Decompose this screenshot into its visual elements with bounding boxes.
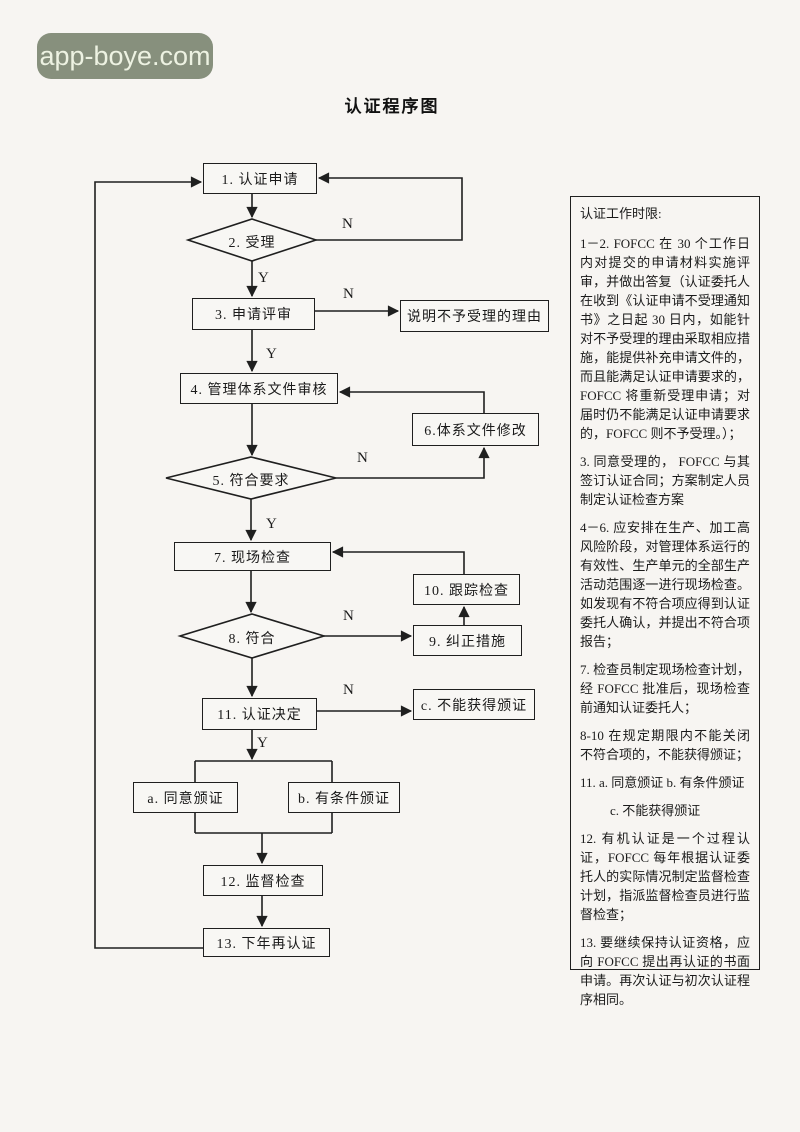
node-7-site-inspection: 7. 现场检查 — [174, 542, 331, 571]
node-rejection-reason: 说明不予受理的理由 — [400, 300, 549, 332]
decision-8-no-label: N — [343, 608, 354, 624]
note-paragraph: 13. 要继续保持认证资格，应向 FOFCC 提出再认证的书面申请。再次认证与初… — [580, 935, 750, 1007]
decision-11-no-label: N — [343, 682, 354, 698]
node-10-follow-up-inspection: 10. 跟踪检查 — [413, 574, 520, 605]
decision-11-yes-label: Y — [257, 735, 268, 751]
time-limits-notes-panel: 认证工作时限: 1－2. FOFCC 在 30 个工作日内对提交的申请材料实施评… — [570, 196, 760, 1007]
node-4-system-document-audit: 4. 管理体系文件审核 — [180, 373, 338, 404]
node-a-approve-certificate: a. 同意颁证 — [133, 782, 238, 813]
decision-2-yes-label: Y — [258, 270, 269, 286]
node-b-conditional-certificate: b. 有条件颁证 — [288, 782, 400, 813]
decision-5-meets-requirements: 5. 符合要求 — [212, 474, 290, 489]
decision-5-yes-label: Y — [266, 516, 277, 532]
note-paragraph: 8-10 在规定期限内不能关闭不符合项的，不能获得颁证； — [580, 728, 750, 762]
node-1-certification-application: 1. 认证申请 — [203, 163, 317, 194]
page-title: 认证程序图 — [344, 97, 440, 116]
note-paragraph: 7. 检查员制定现场检查计划，经 FOFCC 批准后，现场检查前通知认证委托人； — [580, 662, 750, 715]
notes-heading: 认证工作时限: — [580, 206, 662, 221]
node-11-certification-decision: 11. 认证决定 — [202, 698, 317, 730]
watermark-badge: app-boye.com — [37, 33, 213, 79]
node-6-document-revision: 6.体系文件修改 — [412, 413, 539, 446]
decision-5-no-label: N — [357, 450, 368, 466]
decision-8-conforms: 8. 符合 — [228, 632, 276, 647]
note-paragraph: c. 不能获得颁证 — [610, 803, 701, 818]
node-13-recertification-next-year: 13. 下年再认证 — [203, 928, 330, 957]
node-c-no-certificate: c. 不能获得颁证 — [413, 689, 535, 720]
review-3-yes-label: Y — [266, 346, 277, 362]
node-9-corrective-action: 9. 纠正措施 — [413, 625, 522, 656]
review-3-no-label: N — [343, 286, 354, 302]
note-paragraph: 4－6. 应安排在生产、加工高风险阶段，对管理体系运行的有效性、生产单元的全部生… — [580, 520, 750, 649]
node-3-application-review: 3. 申请评审 — [192, 298, 315, 330]
note-paragraph: 12. 有机认证是一个过程认证，FOFCC 每年根据认证委托人的实际情况制定监督… — [580, 831, 750, 922]
note-paragraph: 1－2. FOFCC 在 30 个工作日内对提交的申请材料实施评审，并做出答复（… — [580, 236, 750, 441]
note-paragraph: 3. 同意受理的， FOFCC 与其签订认证合同；方案制定人员制定认证检查方案 — [580, 454, 750, 507]
node-12-supervision-inspection: 12. 监督检查 — [203, 865, 323, 896]
decision-2-acceptance: 2. 受理 — [228, 236, 276, 251]
note-paragraph: 11. a. 同意颁证 b. 有条件颁证 — [580, 775, 745, 790]
decision-2-no-label: N — [342, 216, 353, 232]
